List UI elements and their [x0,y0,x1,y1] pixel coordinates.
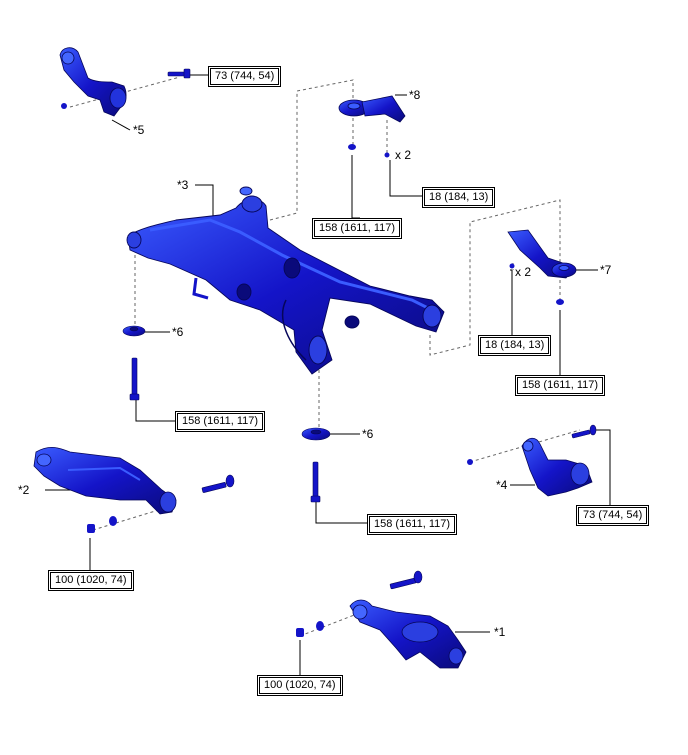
torque-spec-text: 158 (1611, 117) [177,413,264,430]
callout-qty-part-8-bolts: x 2 [395,148,412,162]
part-5-upper-control-arm [59,47,127,117]
torque-spec-upper-left-bolt: 73 (744, 54) [208,66,282,87]
callout-part-2: *2 [18,483,30,497]
part-6-upper-stopper [122,325,146,337]
alignment-dashed-lines [69,76,581,637]
leader-lines [45,74,611,675]
torque-spec-subframe-left-bolt: 158 (1611, 117) [175,411,266,432]
callout-part-6-upper: *6 [172,325,184,339]
part-1-bolt [389,570,423,590]
part-8-fasteners [348,144,390,158]
callout-part-5: *5 [133,123,145,137]
callout-part-4: *4 [496,478,508,492]
callout-part-8: *8 [409,88,421,102]
torque-spec-part-8-bolts: 18 (184, 13) [422,187,496,208]
torque-spec-text: 158 (1611, 117) [369,516,456,533]
torque-spec-part-1-nut: 100 (1020, 74) [257,675,343,696]
part-8-upper-arm [338,95,406,123]
part-4-bolt [571,424,597,439]
callout-part-6-lower: *6 [362,427,374,441]
callout-part-3: *3 [177,178,189,192]
part-1-washer-nut [296,621,324,637]
part-2-lower-arm [33,447,177,515]
torque-spec-text: 158 (1611, 117) [517,377,604,394]
part-2-bolt [201,474,235,493]
part-7-upper-arm [507,229,577,279]
part-1-lower-arm [349,599,467,669]
part-4-arm [521,437,593,497]
part-7-fasteners [509,263,564,305]
torque-spec-text: 73 (744, 54) [210,68,280,85]
part-4-nut [467,459,473,465]
callout-qty-part-7-bolts: x 2 [515,265,532,279]
torque-spec-part-7-nut: 158 (1611, 117) [515,375,606,396]
torque-spec-text: 18 (184, 13) [480,337,550,354]
torque-spec-text: 73 (744, 54) [578,507,648,524]
torque-spec-text: 158 (1611, 117) [314,220,401,237]
subframe-bolt-left [129,357,140,401]
torque-spec-part-2-nut: 100 (1020, 74) [48,570,134,591]
torque-spec-text: 100 (1020, 74) [50,572,132,589]
torque-spec-subframe-centre-bolt: 158 (1611, 117) [367,514,458,535]
torque-spec-text: 18 (184, 13) [424,189,494,206]
torque-spec-part-4-bolt: 73 (744, 54) [576,505,650,526]
callout-part-1: *1 [494,625,506,639]
part-5-bolt [167,68,191,79]
torque-spec-text: 100 (1020, 74) [259,677,341,694]
part-2-washer-nut [87,516,117,533]
subframe-bolt-centre [310,461,321,503]
callout-part-7: *7 [600,263,612,277]
torque-spec-part-7-bolts: 18 (184, 13) [478,335,552,356]
part-3-rear-suspension-member [126,186,445,375]
part-5-nut [61,103,67,109]
part-6-lower-stopper [301,427,331,441]
torque-spec-part-8-nut: 158 (1611, 117) [312,218,403,239]
